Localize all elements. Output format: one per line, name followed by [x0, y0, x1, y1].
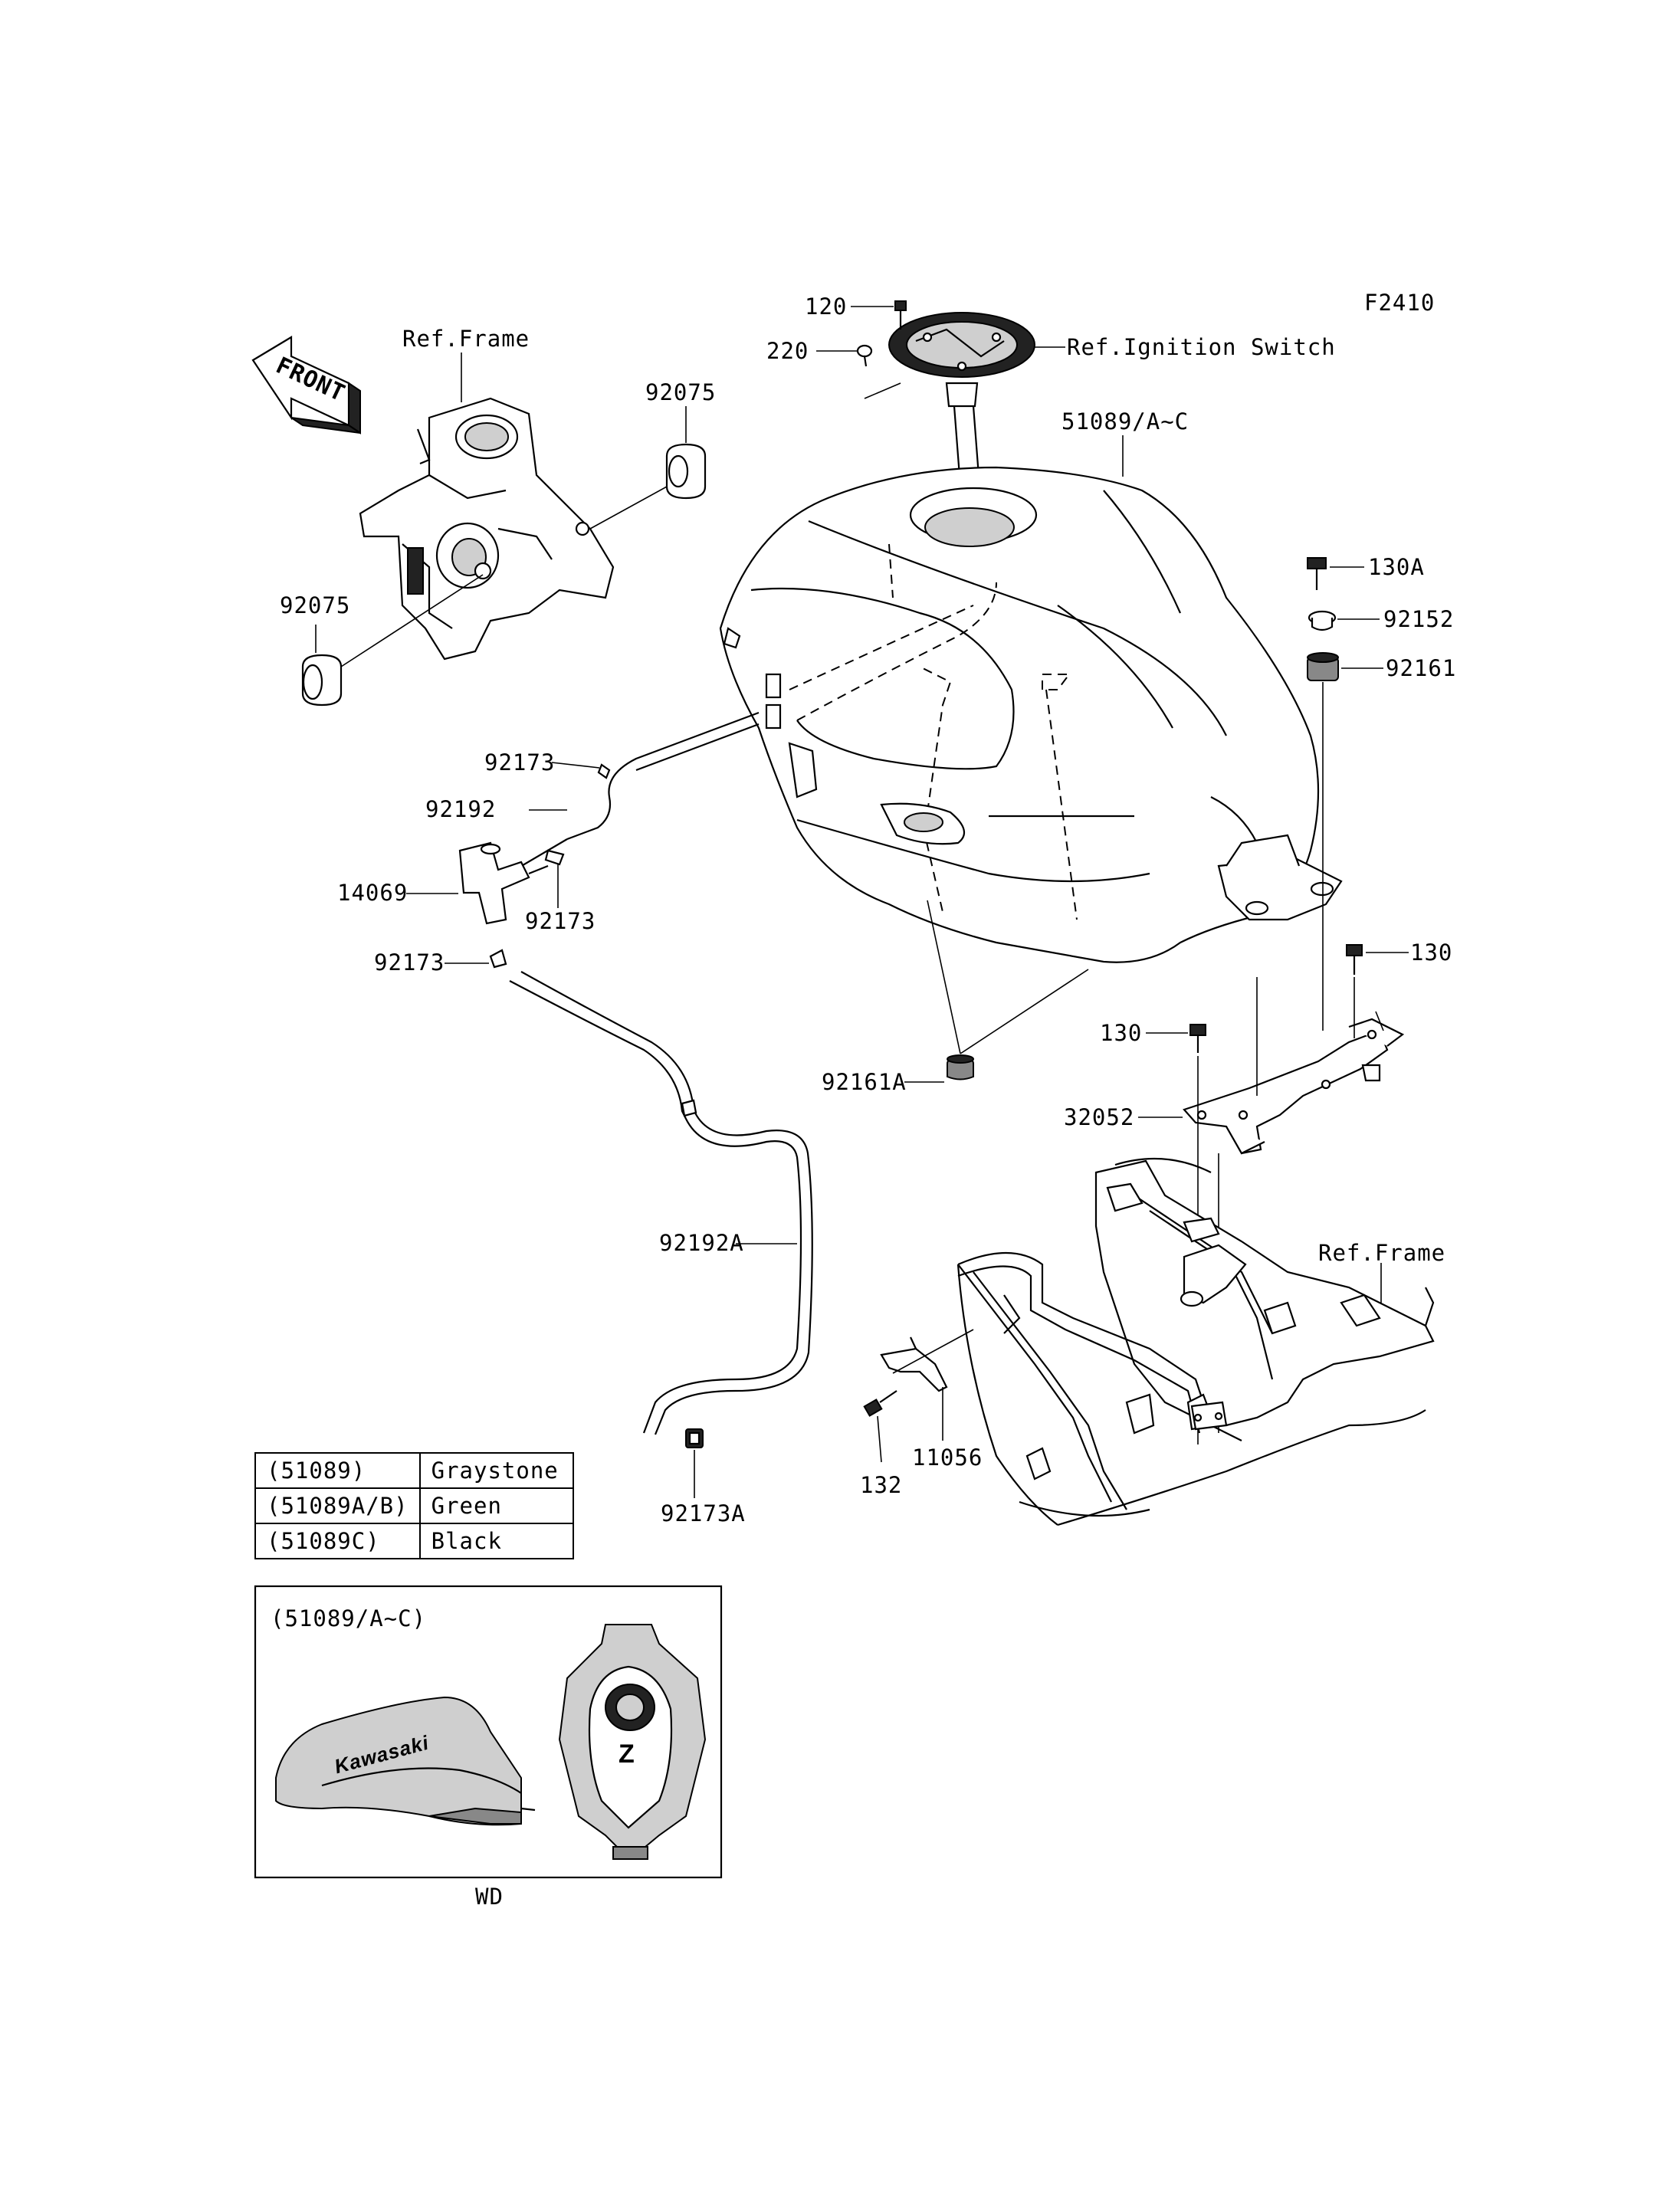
fuel-tank: [719, 466, 1343, 963]
callout-92173-c: 92173: [374, 949, 445, 976]
bracket-11056: [880, 1336, 948, 1392]
bolt-120: [894, 300, 907, 330]
callout-92152: 92152: [1383, 606, 1454, 632]
callout-92075-left: 92075: [280, 592, 350, 618]
fitting-14069: [458, 841, 549, 925]
callout-130-left: 130: [1100, 1020, 1142, 1046]
color-variant-table: (51089) Graystone (51089A/B) Green (5108…: [254, 1452, 574, 1559]
table-row: (51089C) Black: [254, 1523, 574, 1559]
figure-code: F2410: [1364, 290, 1435, 316]
callout-220: 220: [766, 338, 809, 364]
collar-92152: [1308, 610, 1337, 631]
bolt-130-right: [1346, 944, 1363, 975]
damper-92075-top: [665, 443, 707, 500]
callout-92192a: 92192A: [659, 1230, 744, 1256]
inset-box: [254, 1585, 723, 1879]
callout-14069: 14069: [337, 880, 408, 906]
callout-130-right: 130: [1410, 939, 1452, 966]
table-row: (51089A/B) Green: [254, 1487, 574, 1524]
clip-92173-c: [489, 949, 507, 969]
inset-caption: WD: [475, 1884, 504, 1910]
callout-92173-b: 92173: [525, 908, 596, 934]
inset-tank-top: Z: [558, 1624, 707, 1860]
clamp-92173a: [685, 1428, 704, 1448]
callout-92161a: 92161A: [822, 1069, 907, 1095]
callout-92173a: 92173A: [661, 1500, 746, 1526]
inset-tank-side: Kawasaki: [275, 1696, 536, 1826]
damper-92075-left: [301, 654, 343, 707]
color-cell: Green: [418, 1487, 574, 1524]
front-arrow: FRONT: [251, 336, 361, 434]
callout-11056: 11056: [912, 1444, 983, 1471]
frame-head-drawing: [359, 397, 615, 661]
part-code-cell: (51089): [254, 1452, 421, 1489]
ref-frame-bottom-label: Ref.Frame: [1318, 1240, 1445, 1266]
breather-hose: [501, 711, 760, 878]
table-row: (51089) Graystone: [254, 1452, 574, 1489]
callout-130a: 130A: [1368, 554, 1425, 580]
callout-92173-a: 92173: [484, 749, 555, 776]
grommet-92161: [1307, 652, 1339, 681]
callout-92192: 92192: [425, 796, 496, 822]
inset-title: (51089/A~C): [271, 1605, 426, 1631]
color-cell: Black: [418, 1523, 574, 1559]
bolt-130a: [1307, 557, 1327, 590]
callout-120: 120: [805, 293, 847, 320]
frame-lower-drawing: [956, 1157, 1435, 1526]
bolt-220: [856, 344, 873, 367]
callout-92075-top: 92075: [645, 379, 716, 405]
drain-hose: [509, 971, 813, 1435]
fuel-cap: [888, 312, 1035, 507]
inset-emblem: Z: [619, 1740, 635, 1769]
callout-132: 132: [860, 1472, 902, 1498]
ref-frame-top-label: Ref.Frame: [402, 326, 530, 352]
part-code-cell: (51089C): [254, 1523, 421, 1559]
callout-92161: 92161: [1386, 655, 1456, 681]
grommet-92161a: [947, 1054, 974, 1080]
bracket-32052: [1183, 1018, 1405, 1155]
bolt-130-left: [1189, 1024, 1206, 1053]
bolt-132: [863, 1390, 897, 1417]
clip-92173-b: [544, 849, 565, 866]
callout-51089: 51089/A~C: [1061, 408, 1189, 434]
ref-ignition-label: Ref.Ignition Switch: [1067, 334, 1336, 360]
color-cell: Graystone: [418, 1452, 574, 1489]
callout-32052: 32052: [1064, 1104, 1134, 1130]
part-code-cell: (51089A/B): [254, 1487, 421, 1524]
